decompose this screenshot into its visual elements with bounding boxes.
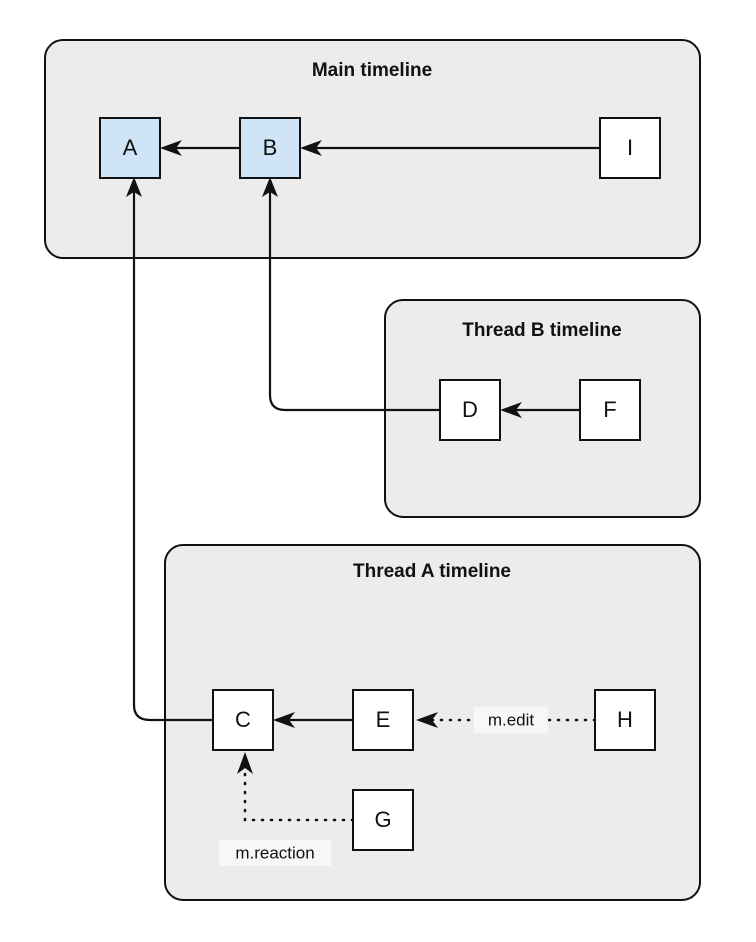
node-b-label: B	[263, 135, 278, 160]
node-f-label: F	[603, 397, 616, 422]
edge-b-to-a[interactable]	[160, 140, 240, 156]
edge-h-to-e-label: m.edit	[488, 710, 535, 729]
node-g[interactable]: G	[352, 789, 414, 851]
node-d-box[interactable]	[439, 379, 501, 441]
edge-h-to-e-arrowhead	[416, 712, 438, 728]
edge-g-to-c-label: m.reaction	[235, 843, 314, 862]
node-b-box[interactable]	[239, 117, 301, 179]
edge-e-to-c[interactable]	[273, 712, 353, 728]
edge-i-to-b-arrowhead	[300, 140, 322, 156]
group-thread-a-timeline-title: Thread A timeline	[353, 561, 511, 582]
edge-b-to-a-arrowhead	[160, 140, 182, 156]
group-thread-b-timeline-title: Thread B timeline	[462, 320, 621, 341]
node-c-label: C	[235, 707, 251, 732]
edge-c-to-a[interactable]	[126, 177, 213, 722]
node-b[interactable]: B	[239, 117, 301, 179]
node-h[interactable]: H	[594, 689, 656, 751]
edge-f-to-d[interactable]	[500, 402, 580, 418]
edge-g-to-c-label-background	[219, 840, 331, 866]
edge-g-to-c[interactable]: m.reaction	[219, 752, 355, 866]
node-e-box[interactable]	[352, 689, 414, 751]
node-a-box[interactable]	[99, 117, 161, 179]
edge-e-to-c-arrowhead	[273, 712, 295, 728]
edge-h-to-e[interactable]: m.edit	[416, 707, 597, 733]
group-thread-b-timeline[interactable]: Thread B timeline	[384, 299, 701, 518]
edge-h-to-e-label-background	[474, 707, 548, 733]
node-d[interactable]: D	[439, 379, 501, 441]
edge-d-to-b-line	[268, 183, 440, 412]
node-c-box[interactable]	[212, 689, 274, 751]
node-h-label: H	[617, 707, 633, 732]
edge-f-to-d-arrowhead	[500, 402, 522, 418]
node-i-box[interactable]	[599, 117, 661, 179]
edge-i-to-b[interactable]	[300, 140, 600, 156]
node-h-box[interactable]	[594, 689, 656, 751]
node-g-box[interactable]	[352, 789, 414, 851]
node-e[interactable]: E	[352, 689, 414, 751]
node-c[interactable]: C	[212, 689, 274, 751]
node-g-label: G	[374, 807, 391, 832]
edge-g-to-c-line	[243, 766, 355, 822]
edge-c-to-a-arrowhead	[126, 177, 142, 197]
edge-d-to-b-arrowhead	[262, 177, 278, 197]
node-f[interactable]: F	[579, 379, 641, 441]
node-i-label: I	[627, 135, 633, 160]
node-i[interactable]: I	[599, 117, 661, 179]
edge-c-to-a-line	[132, 183, 213, 722]
node-a[interactable]: A	[99, 117, 161, 179]
edge-d-to-b[interactable]	[262, 177, 440, 412]
group-main-timeline-title: Main timeline	[312, 60, 432, 81]
node-a-label: A	[123, 135, 138, 160]
node-d-label: D	[462, 397, 478, 422]
node-f-box[interactable]	[579, 379, 641, 441]
edge-g-to-c-arrowhead	[237, 752, 253, 774]
group-thread-b-timeline-box[interactable]	[384, 299, 701, 518]
node-e-label: E	[376, 707, 391, 732]
